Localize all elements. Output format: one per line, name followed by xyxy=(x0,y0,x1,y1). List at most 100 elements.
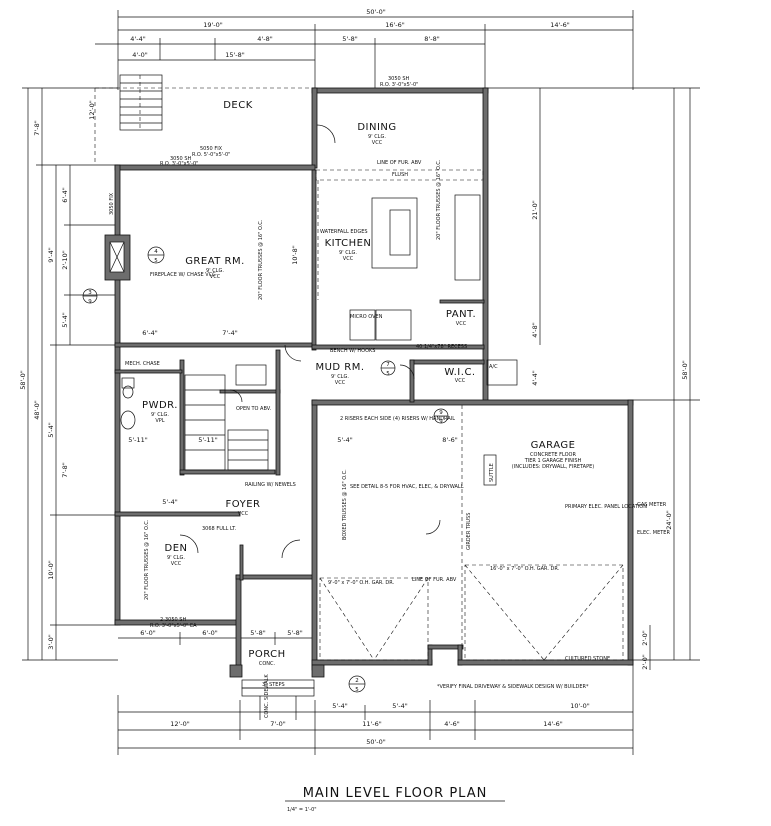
svg-text:5'-4": 5'-4" xyxy=(61,312,69,327)
svg-text:3" STEPS: 3" STEPS xyxy=(262,682,285,688)
svg-text:58'-0": 58'-0" xyxy=(19,370,27,390)
svg-text:CONC.: CONC. xyxy=(259,661,276,667)
plan-title: MAIN LEVEL FLOOR PLAN 1/4" = 1'-0" xyxy=(285,786,505,813)
svg-text:10'-0": 10'-0" xyxy=(47,560,55,580)
svg-text:R.O. 3'-0"x5'-0": R.O. 3'-0"x5'-0" xyxy=(380,82,418,88)
svg-text:9: 9 xyxy=(88,299,92,305)
room-pwdr: PWDR. xyxy=(142,400,178,411)
svg-text:48'-0": 48'-0" xyxy=(33,400,41,420)
svg-text:9' CLG.: 9' CLG. xyxy=(331,374,349,380)
svg-text:10'-0": 10'-0" xyxy=(570,702,590,710)
svg-text:12'-0": 12'-0" xyxy=(170,720,190,728)
svg-text:9: 9 xyxy=(439,419,443,425)
svg-text:3'-0": 3'-0" xyxy=(47,634,55,649)
svg-text:9' CLG.: 9' CLG. xyxy=(151,412,169,418)
svg-text:9' CLG.: 9' CLG. xyxy=(167,555,185,561)
svg-text:2-3050 SH: 2-3050 SH xyxy=(160,617,186,623)
svg-text:5'-11": 5'-11" xyxy=(128,436,148,444)
room-garage: GARAGE xyxy=(531,440,576,451)
svg-text:BENCH W/ HOOKS: BENCH W/ HOOKS xyxy=(330,348,375,354)
porch-steps xyxy=(229,664,325,720)
svg-text:6'-4": 6'-4" xyxy=(61,187,69,202)
svg-text:40 1/4"x78" RECESS: 40 1/4"x78" RECESS xyxy=(416,344,467,350)
svg-text:5: 5 xyxy=(355,687,359,693)
svg-text:9' CLG.: 9' CLG. xyxy=(368,134,386,140)
svg-text:5'-4": 5'-4" xyxy=(162,498,177,506)
svg-text:VCC: VCC xyxy=(210,274,221,280)
svg-text:16'-6": 16'-6" xyxy=(385,21,405,29)
svg-text:6'-0": 6'-0" xyxy=(140,629,155,637)
svg-text:GIRDER TRUSS: GIRDER TRUSS xyxy=(466,513,472,550)
svg-text:RAILING W/ NEWELS: RAILING W/ NEWELS xyxy=(245,482,296,488)
svg-text:3: 3 xyxy=(88,290,92,296)
door-swings xyxy=(179,124,441,559)
svg-text:2'-10": 2'-10" xyxy=(61,250,69,270)
ac-unit xyxy=(486,359,518,386)
svg-text:8'-8": 8'-8" xyxy=(424,35,439,43)
kitchen-fixtures xyxy=(315,169,484,341)
svg-text:5'-11": 5'-11" xyxy=(198,436,218,444)
svg-text:PRIMARY ELEC. PANEL LOCATION: PRIMARY ELEC. PANEL LOCATION xyxy=(565,504,647,510)
svg-text:20" FLOOR TRUSSES @ 16" O.C.: 20" FLOOR TRUSSES @ 16" O.C. xyxy=(144,519,150,600)
svg-text:VCC: VCC xyxy=(372,140,383,146)
svg-text:WATERFALL EDGES: WATERFALL EDGES xyxy=(320,229,368,235)
svg-text:*VERIFY FINAL DRIVEWAY & SIDEW: *VERIFY FINAL DRIVEWAY & SIDEWALK DESIGN… xyxy=(437,684,589,690)
svg-text:6'-4": 6'-4" xyxy=(142,329,157,337)
svg-text:9' CLG.: 9' CLG. xyxy=(206,268,224,274)
svg-text:4'-8": 4'-8" xyxy=(257,35,272,43)
svg-text:4'-8": 4'-8" xyxy=(531,322,539,337)
deck-stairs xyxy=(94,74,312,165)
svg-text:VCC: VCC xyxy=(343,256,354,262)
svg-text:19'-0": 19'-0" xyxy=(203,21,223,29)
svg-text:4'-6": 4'-6" xyxy=(444,720,459,728)
svg-text:BOXED TRUSSES @ 16" O.C.: BOXED TRUSSES @ 16" O.C. xyxy=(342,469,348,540)
svg-text:7'-8": 7'-8" xyxy=(61,462,69,477)
svg-text:7: 7 xyxy=(386,362,390,368)
svg-text:CONC. SIDEWALK: CONC. SIDEWALK xyxy=(264,674,270,718)
svg-text:(INCLUDES: DRYWALL, FIRETAPE): (INCLUDES: DRYWALL, FIRETAPE) xyxy=(512,464,594,470)
svg-text:50'-0": 50'-0" xyxy=(366,8,386,16)
svg-text:5'-4": 5'-4" xyxy=(337,436,352,444)
svg-text:LINE OF FUR. ABV: LINE OF FUR. ABV xyxy=(412,577,457,583)
svg-text:7'-4": 7'-4" xyxy=(222,329,237,337)
exterior-walls xyxy=(114,87,634,676)
svg-text:5'-8": 5'-8" xyxy=(342,35,357,43)
room-great: GREAT RM. xyxy=(185,256,245,267)
svg-text:SUTTLE: SUTTLE xyxy=(489,463,495,482)
svg-text:FLUSH: FLUSH xyxy=(392,172,408,178)
svg-text:CULTURED STONE: CULTURED STONE xyxy=(565,656,610,662)
svg-text:16'-0" x 7'-0" O.H. GAR. DR.: 16'-0" x 7'-0" O.H. GAR. DR. xyxy=(490,566,560,572)
svg-text:5: 5 xyxy=(386,371,390,377)
room-porch: PORCH xyxy=(248,649,285,660)
svg-text:6'-0": 6'-0" xyxy=(202,629,217,637)
svg-text:9'-4": 9'-4" xyxy=(47,247,55,262)
powder-fixtures xyxy=(120,377,136,430)
fireplace xyxy=(104,234,131,281)
svg-text:50'-0": 50'-0" xyxy=(366,738,386,746)
svg-text:5'-4": 5'-4" xyxy=(47,422,55,437)
svg-text:5'-8": 5'-8" xyxy=(287,629,302,637)
svg-text:2'-0": 2'-0" xyxy=(641,630,649,645)
svg-text:2'-0": 2'-0" xyxy=(641,654,649,669)
room-mud: MUD RM. xyxy=(315,362,364,373)
svg-text:R.O. 5'-0"x5'-0": R.O. 5'-0"x5'-0" xyxy=(192,152,230,158)
room-den: DEN xyxy=(165,543,188,554)
svg-text:5: 5 xyxy=(154,258,158,264)
svg-text:20" FLOOR TRUSSES @ 16" O.C.: 20" FLOOR TRUSSES @ 16" O.C. xyxy=(436,159,442,240)
svg-text:VCC: VCC xyxy=(455,378,466,384)
svg-text:4'-4": 4'-4" xyxy=(531,370,539,385)
svg-text:5'-4": 5'-4" xyxy=(332,702,347,710)
svg-text:MICRO OVEN: MICRO OVEN xyxy=(350,314,383,320)
svg-text:VCC: VCC xyxy=(456,321,467,327)
svg-text:5050 FIX: 5050 FIX xyxy=(200,146,223,152)
svg-text:9' CLG.: 9' CLG. xyxy=(339,250,357,256)
svg-text:21'-0": 21'-0" xyxy=(531,200,539,220)
section-callouts: 4 5 3 9 7 5 9 9 2 5 xyxy=(82,246,449,693)
svg-text:ELEC. METER: ELEC. METER xyxy=(637,530,670,536)
svg-text:14'-6": 14'-6" xyxy=(543,720,563,728)
svg-text:58'-0": 58'-0" xyxy=(681,360,689,380)
svg-text:9: 9 xyxy=(439,410,443,416)
svg-text:3068 FULL LT.: 3068 FULL LT. xyxy=(202,526,237,532)
svg-text:SEE DETAIL 8-5 FOR HVAC, ELEC,: SEE DETAIL 8-5 FOR HVAC, ELEC, & DRYWALL xyxy=(350,484,464,490)
